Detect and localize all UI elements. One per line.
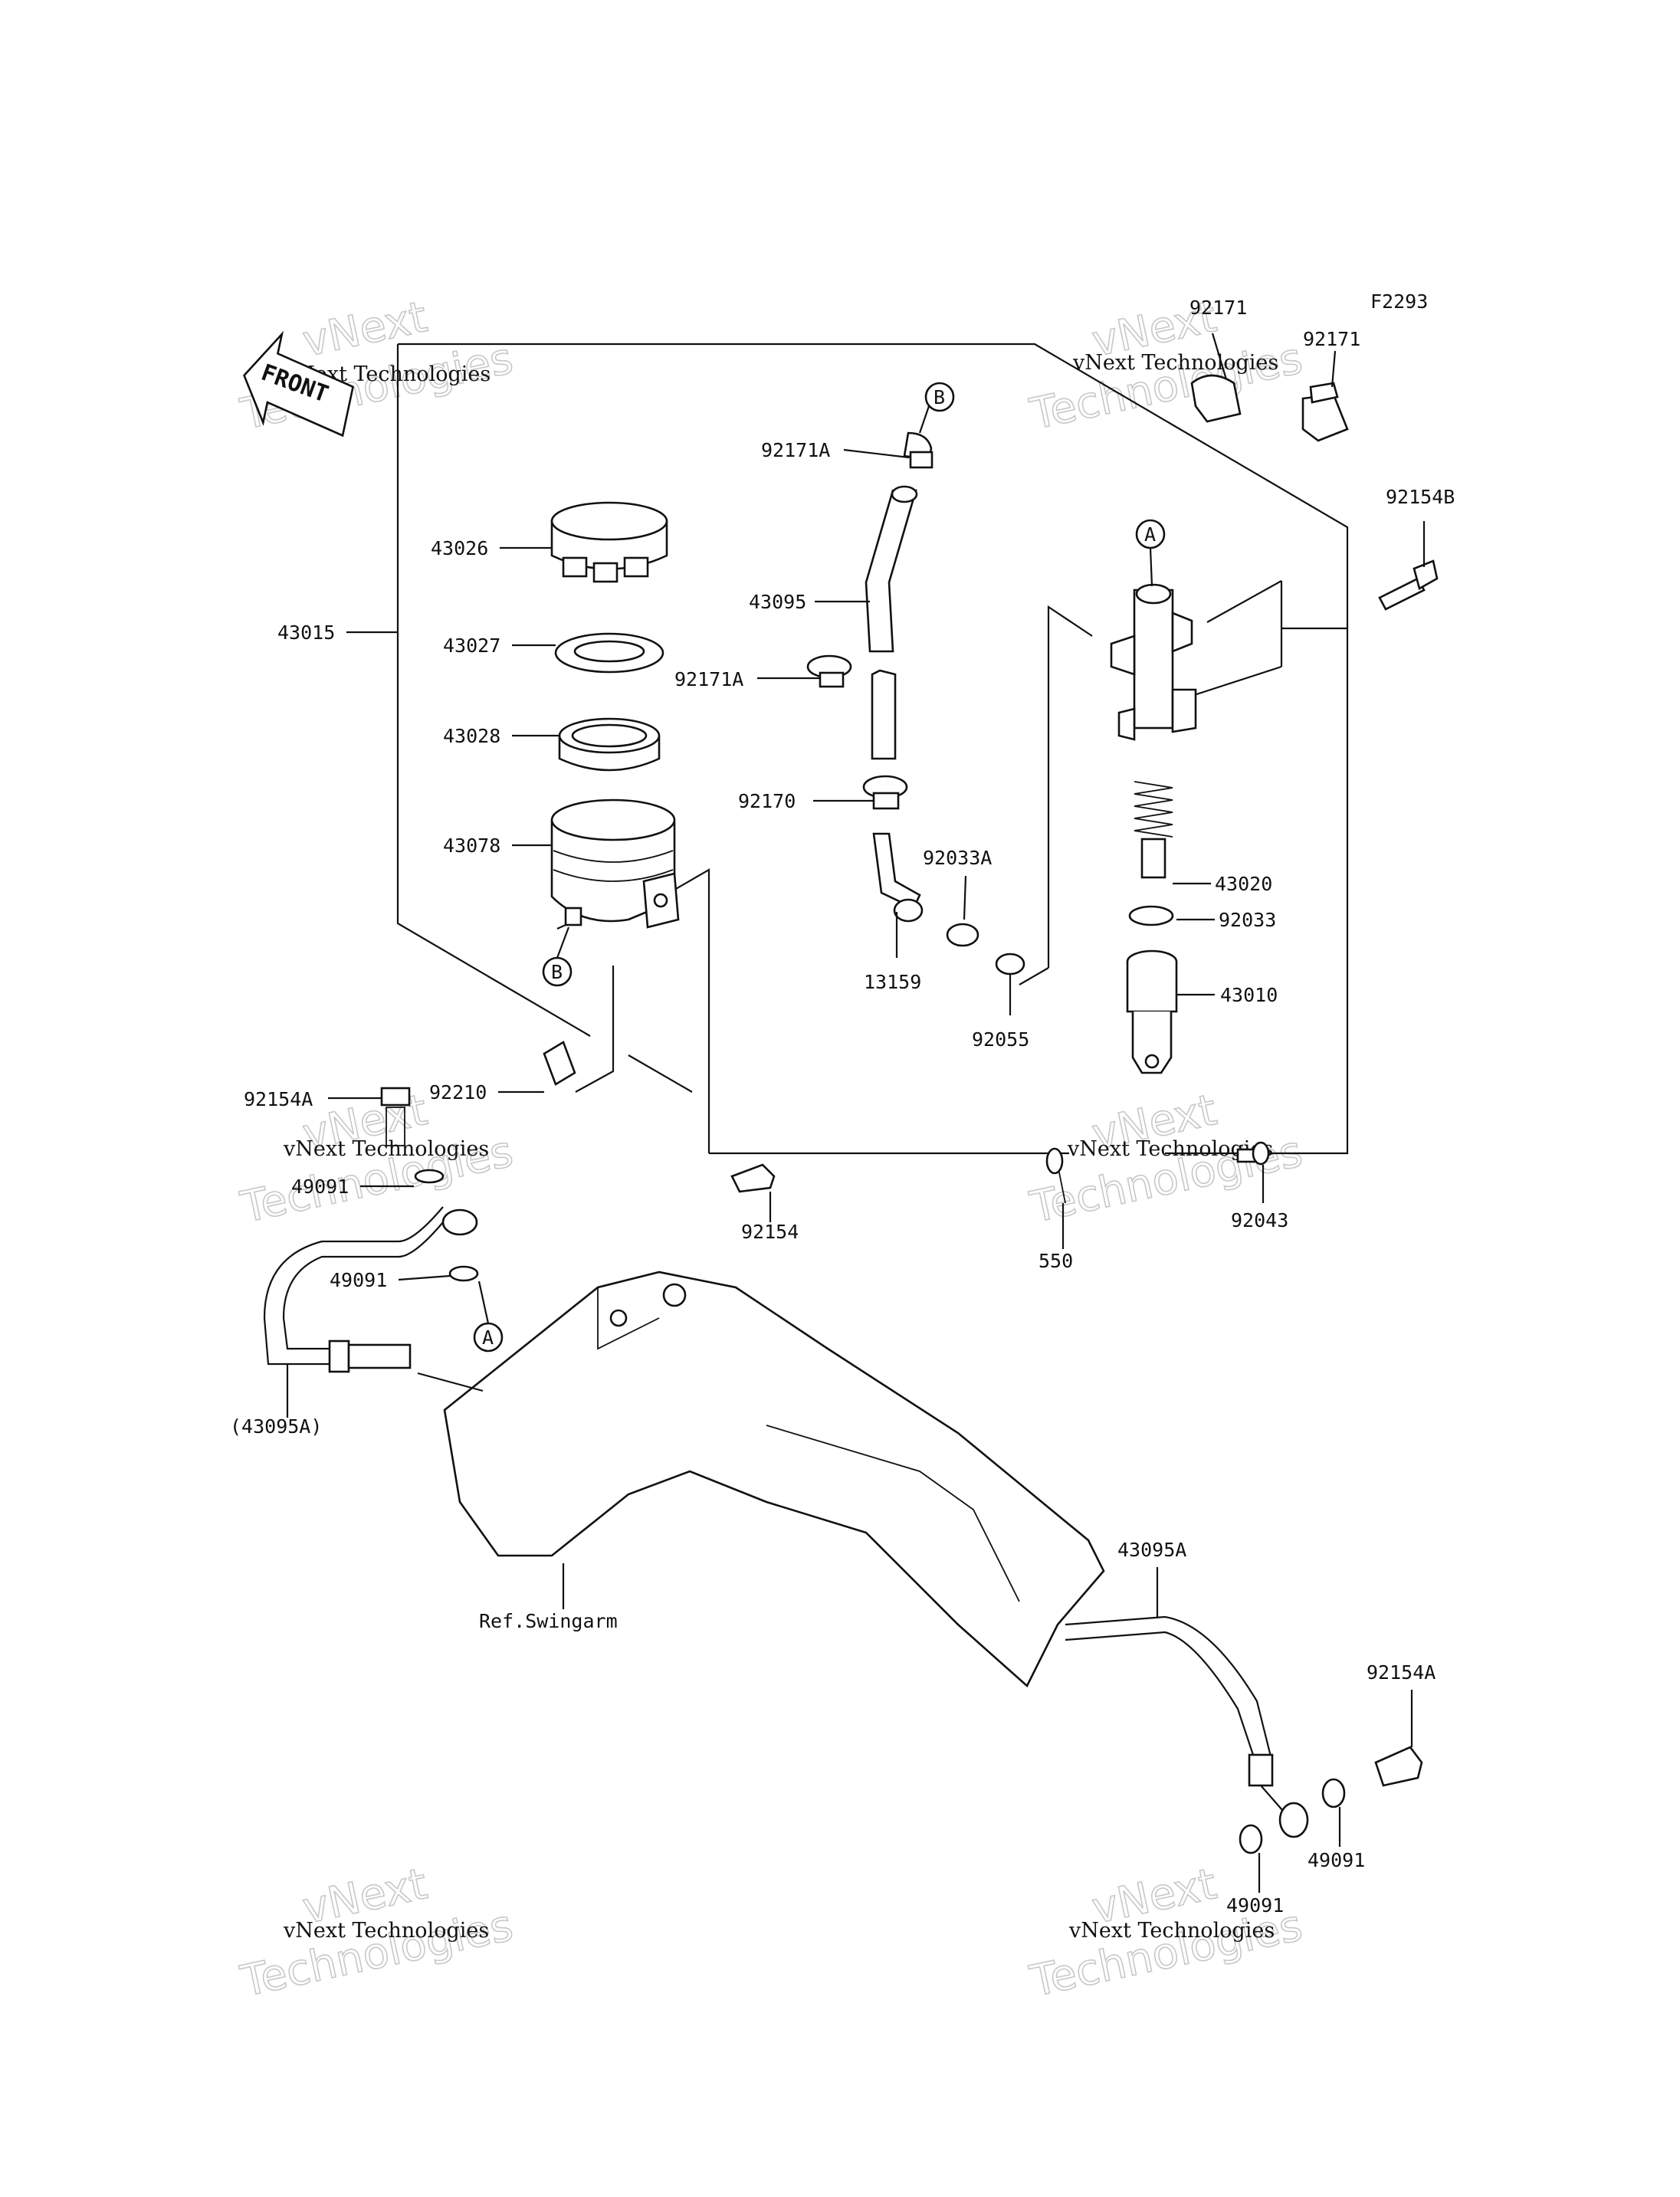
label-43095A-paren: (43095A) <box>230 1415 322 1438</box>
label-92210: 92210 <box>429 1081 487 1103</box>
swingarm-ref <box>443 1271 1105 1688</box>
label-ref-swingarm: Ref.Swingarm <box>479 1610 618 1632</box>
hose-clamp-top <box>903 431 934 469</box>
callout-b-bottom-label: B <box>551 961 563 983</box>
banjo-bolt-92154A-right <box>1374 1746 1423 1787</box>
assembly-outline <box>396 343 1349 1155</box>
banjo-bolt-92154A-left <box>380 1087 411 1146</box>
callout-a-top-label: A <box>1144 523 1156 546</box>
label-92171A-mid: 92171A <box>674 668 743 690</box>
label-550: 550 <box>1039 1250 1073 1272</box>
label-92154A-right: 92154A <box>1367 1661 1436 1684</box>
label-92043: 92043 <box>1231 1209 1288 1231</box>
cotter-pin-550 <box>1045 1147 1066 1204</box>
push-rod-43010 <box>1126 949 1178 1074</box>
watermark-text: vNext Technologies <box>283 1919 489 1943</box>
label-43010: 43010 <box>1220 984 1278 1006</box>
watermark-text: vNext Technologies <box>1068 1919 1275 1943</box>
callout-b-top: B <box>918 382 955 434</box>
callout-a-bottom: A <box>473 1280 504 1353</box>
watermark-bottom-left: vNext Technologies vNext Technologies <box>236 1858 518 2007</box>
label-92154A-left: 92154A <box>244 1088 313 1110</box>
spring-43020 <box>1134 781 1173 879</box>
reservoir-diaphragm <box>558 717 661 772</box>
brake-hose-right <box>1065 1615 1309 1838</box>
washer-49091-lower <box>448 1265 479 1282</box>
label-49091-lower: 49091 <box>330 1269 387 1291</box>
label-43078: 43078 <box>443 835 500 857</box>
leader-lines <box>286 333 1426 1893</box>
reservoir-tank <box>550 798 680 929</box>
watermark-bottom-right: vNext Technologies vNext Technologies <box>1025 1858 1308 2007</box>
reservoir-cap <box>550 501 668 583</box>
label-43027: 43027 <box>443 635 500 657</box>
bolt-92154-left-center <box>730 1163 776 1193</box>
label-43026: 43026 <box>431 537 488 559</box>
label-43015: 43015 <box>277 621 335 644</box>
label-92171-b: 92171 <box>1303 328 1360 350</box>
callout-a-top: A <box>1135 519 1166 587</box>
label-49091-bottom: 49091 <box>1226 1894 1284 1917</box>
master-cylinder-bolt <box>1378 559 1439 611</box>
label-92171A-top: 92171A <box>761 439 830 461</box>
figure-code: F2293 <box>1370 290 1428 313</box>
circlip-92033 <box>1128 905 1174 926</box>
hose-fitting <box>872 832 924 923</box>
washer-49091-bottom <box>1239 1824 1263 1854</box>
label-92171-a: 92171 <box>1189 297 1247 319</box>
bleeder-cap-92210 <box>543 1041 576 1086</box>
pin-92043 <box>1236 1141 1270 1166</box>
label-92033A: 92033A <box>923 847 992 869</box>
label-49091-right: 49091 <box>1308 1849 1365 1871</box>
reservoir-hose <box>865 485 918 760</box>
reservoir-plate <box>554 632 664 674</box>
hose-clamp-92171-a <box>1190 374 1242 423</box>
label-92154B: 92154B <box>1386 486 1455 508</box>
label-43095A: 43095A <box>1117 1539 1186 1561</box>
label-43028: 43028 <box>443 725 500 747</box>
label-43020: 43020 <box>1215 873 1272 895</box>
hose-clamp-mid <box>806 654 852 688</box>
master-cylinder-body <box>1110 583 1197 741</box>
label-13159: 13159 <box>864 971 921 993</box>
callout-b-top-label: B <box>934 386 945 408</box>
label-49091-upper: 49091 <box>291 1176 349 1198</box>
washer-49091-right <box>1321 1778 1346 1808</box>
label-92170: 92170 <box>738 790 796 812</box>
watermark-top-right: vNext Technologies vNext Technologies <box>1025 291 1308 440</box>
label-92055: 92055 <box>972 1028 1029 1051</box>
circlip-92033A <box>946 923 979 947</box>
oring-92055 <box>995 953 1025 976</box>
callout-b-bottom: B <box>542 926 573 987</box>
washer-49091-upper <box>414 1169 445 1184</box>
hose-clamp-92171-b <box>1301 382 1349 442</box>
callout-a-bottom-label: A <box>482 1326 494 1349</box>
label-92033: 92033 <box>1219 909 1276 931</box>
label-92154: 92154 <box>741 1221 799 1243</box>
brake-hose-left <box>263 1206 478 1373</box>
hose-clamp-lower <box>862 775 908 810</box>
label-43095: 43095 <box>749 591 806 613</box>
watermark-text: vNext Technologies <box>1072 351 1278 375</box>
